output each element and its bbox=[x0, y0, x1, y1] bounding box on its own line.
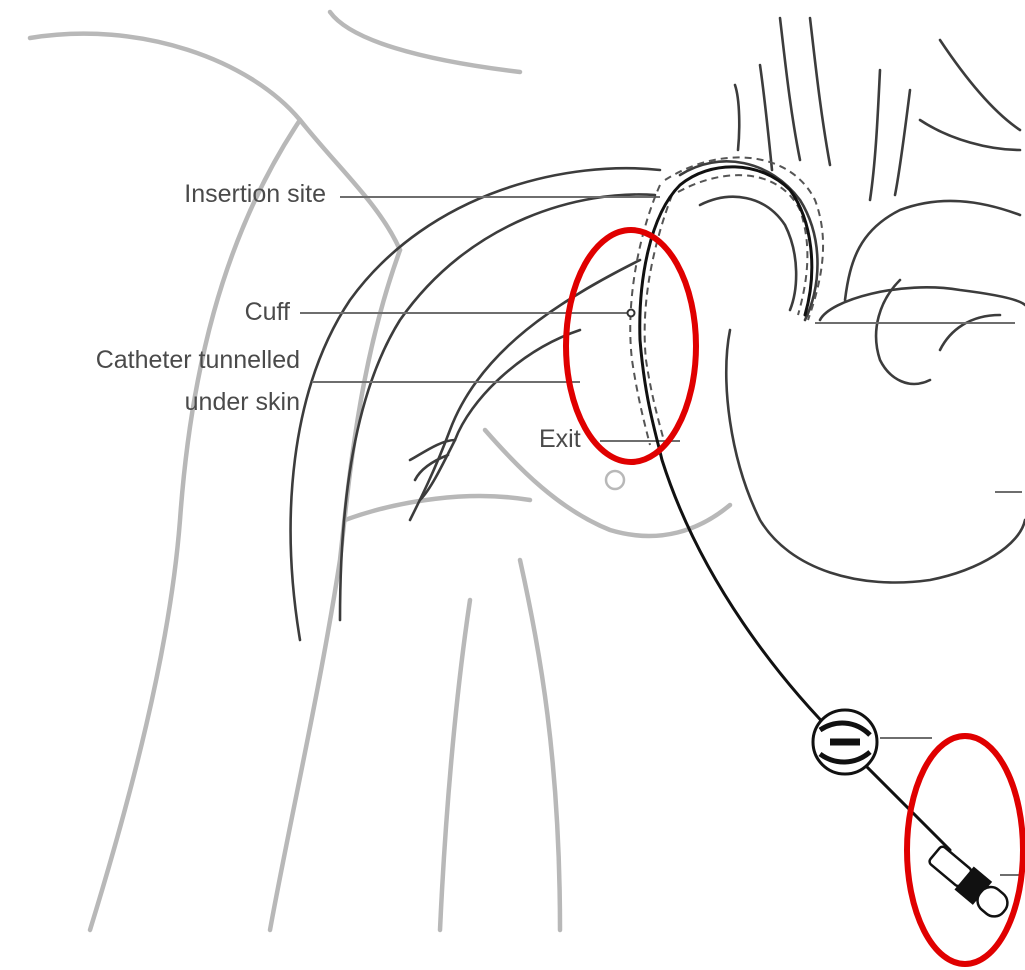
body-outline bbox=[30, 12, 730, 930]
cuff-marker bbox=[628, 310, 635, 317]
shoulder-outline bbox=[30, 34, 400, 250]
tunnel-label-line2: under skin bbox=[185, 388, 300, 416]
aorta-arch bbox=[845, 201, 1020, 300]
artery-branch-upper bbox=[940, 40, 1020, 130]
carotid-line-1 bbox=[780, 18, 800, 160]
carotid-line-2 bbox=[810, 18, 830, 165]
tunnel-track-inner bbox=[678, 175, 807, 315]
inner-arm-lower-outline bbox=[440, 600, 470, 930]
vessel-lines bbox=[291, 18, 1025, 640]
svc-inner-wall bbox=[700, 197, 796, 310]
heart-inner-line bbox=[876, 280, 930, 384]
jugular-vein-left bbox=[735, 85, 739, 150]
axilla-outline bbox=[345, 496, 530, 520]
labels: Insertion site Cuff Catheter tunnelled u… bbox=[96, 180, 581, 453]
brachiocephalic-left bbox=[870, 70, 880, 200]
cuff-label: Cuff bbox=[245, 298, 290, 326]
nipple-icon bbox=[606, 471, 624, 489]
svc-outer-wall bbox=[680, 161, 818, 320]
tunnel-label-line1: Catheter tunnelled bbox=[96, 346, 300, 374]
artery-branch-lower bbox=[920, 120, 1020, 150]
clamp-icon bbox=[813, 710, 877, 774]
torso-side-outline bbox=[520, 560, 560, 930]
catheter-hub-icon bbox=[925, 842, 1013, 923]
aorta-arch-inner bbox=[940, 315, 1000, 350]
hub-highlight-ellipse bbox=[907, 736, 1023, 964]
neck-outline bbox=[330, 12, 520, 72]
outer-arm-outline bbox=[90, 120, 300, 930]
insertion-site-label: Insertion site bbox=[184, 180, 326, 208]
brachiocephalic-right bbox=[895, 90, 910, 195]
jugular-vein-right bbox=[760, 65, 772, 170]
exit-label: Exit bbox=[539, 425, 581, 453]
